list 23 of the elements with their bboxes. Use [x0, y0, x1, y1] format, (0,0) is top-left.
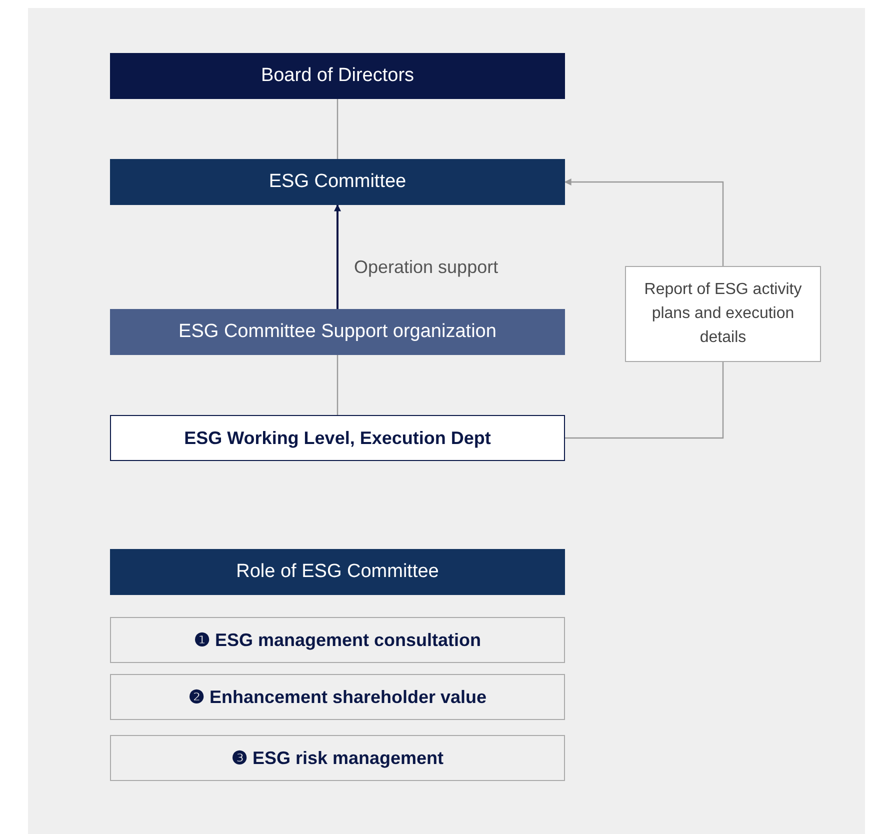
report-box [625, 266, 821, 362]
box-label: Report of ESG activity plans and execution details [643, 280, 803, 348]
box-label: Role of ESG Committee [236, 560, 439, 584]
org-box [110, 53, 565, 99]
connector-line [336, 355, 338, 415]
box-label: ESG Committee [268, 170, 406, 194]
heading-box [110, 549, 565, 595]
connector-line [565, 362, 724, 439]
box-label: ESG Committee Support organization [178, 320, 496, 344]
org-box [110, 159, 565, 205]
box-label: Board of Directors [260, 64, 414, 88]
box-label: ❷ Enhancement shareholder value [188, 686, 487, 708]
connector-line [336, 99, 338, 159]
box-label: ESG Working Level, Execution Dept [184, 426, 491, 450]
org-box [110, 415, 565, 461]
org-box [110, 309, 565, 355]
arrow [564, 178, 724, 266]
role-box [110, 617, 565, 663]
box-label: ❸ ESG risk management [231, 746, 444, 770]
role-box [110, 674, 565, 720]
role-box [110, 735, 565, 781]
box-label: ❶ ESG management consultation [194, 628, 482, 652]
arrow [334, 204, 341, 309]
